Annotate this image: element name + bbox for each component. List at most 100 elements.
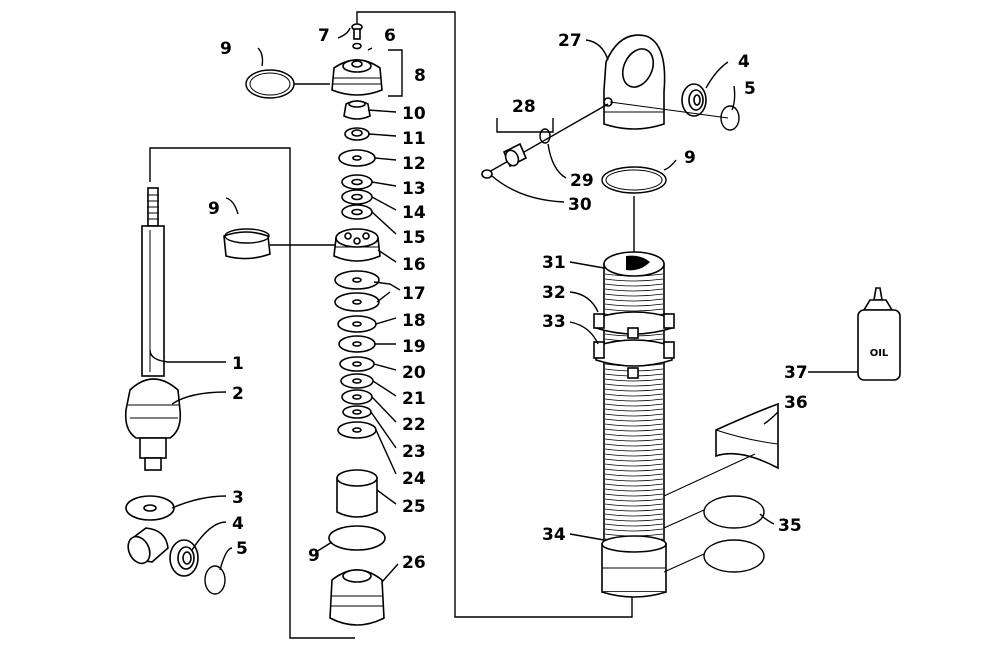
- callout-37: 37: [784, 363, 808, 383]
- callout-2: 2: [232, 384, 244, 404]
- thread-line: [604, 478, 664, 482]
- collar-33: [593, 339, 675, 379]
- cap-26: [329, 569, 385, 626]
- valve-assembly-28: [481, 103, 609, 179]
- thread-line: [604, 458, 664, 462]
- thread-line: [604, 418, 664, 422]
- thread-line: [604, 288, 664, 292]
- cap-8: [331, 59, 383, 96]
- thread-line: [604, 528, 664, 532]
- thread-line: [604, 413, 664, 417]
- bottom-ring-34: [601, 535, 667, 598]
- thread-line: [604, 388, 664, 392]
- callout-11: 11: [402, 129, 426, 149]
- callout-25: 25: [402, 497, 426, 517]
- callout-12: 12: [402, 154, 426, 174]
- thread-line: [604, 513, 664, 517]
- callout-21: 21: [402, 389, 426, 409]
- thread-line: [604, 448, 664, 452]
- callout-13: 13: [402, 179, 426, 199]
- o-ring-9-top: [245, 69, 295, 99]
- callout-6: 6: [384, 26, 396, 46]
- callout-4-lower: 4: [232, 514, 244, 534]
- o-ring-9-right: [601, 166, 667, 194]
- body-cap-27: [603, 34, 666, 130]
- callout-4-upper: 4: [738, 52, 750, 72]
- callout-27: 27: [558, 31, 582, 51]
- callout-9-top: 9: [220, 39, 232, 59]
- callout-1: 1: [232, 354, 244, 374]
- callout-28: 28: [512, 97, 536, 117]
- callout-23: 23: [402, 442, 426, 462]
- callout-17: 17: [402, 284, 426, 304]
- thread-line: [604, 378, 664, 382]
- thread-line: [604, 523, 664, 527]
- thread-line: [604, 428, 664, 432]
- thread-line: [604, 398, 664, 402]
- oil-bottle-label: OIL: [870, 348, 889, 359]
- thread-line: [604, 383, 664, 387]
- thread-line: [604, 403, 664, 407]
- thread-line: [604, 488, 664, 492]
- snap-ring-35-lower: [703, 539, 765, 573]
- thread-line: [604, 483, 664, 487]
- callout-5-lower: 5: [236, 539, 248, 559]
- callout-36: 36: [784, 393, 808, 413]
- thread-line: [604, 303, 664, 307]
- callout-33: 33: [542, 312, 566, 332]
- bearing-4-lower: [169, 539, 199, 577]
- washer-6: [352, 42, 362, 50]
- leader-lines: [149, 27, 858, 583]
- callout-5-upper: 5: [744, 79, 756, 99]
- callout-34: 34: [542, 525, 566, 545]
- callout-31: 31: [542, 253, 566, 273]
- thread-line: [604, 273, 664, 277]
- thread-line: [604, 308, 664, 312]
- callout-3: 3: [232, 488, 244, 508]
- callout-10: 10: [402, 104, 426, 124]
- callout-16: 16: [402, 255, 426, 275]
- piston-16: [333, 228, 381, 262]
- callout-labels: 1 2 3 4 5 4 5 6 7 8 9 9 9 9 10 11 12 13 …: [208, 26, 808, 573]
- thread-line: [604, 453, 664, 457]
- callout-20: 20: [402, 363, 426, 383]
- callout-24: 24: [402, 469, 426, 489]
- bracket-lines: [149, 11, 633, 639]
- part-10: [343, 100, 371, 120]
- thread-line: [604, 283, 664, 287]
- callout-18: 18: [402, 311, 426, 331]
- thread-line: [604, 473, 664, 477]
- callout-35: 35: [778, 516, 802, 536]
- callout-8: 8: [414, 66, 426, 86]
- thread-line: [604, 293, 664, 297]
- o-ring-9-lower: [328, 525, 386, 551]
- callout-26: 26: [402, 553, 426, 573]
- thread-line: [604, 443, 664, 447]
- thread-line: [604, 498, 664, 502]
- shim-stack: [334, 270, 380, 439]
- callout-9-right: 9: [684, 148, 696, 168]
- oil-bottle-37: OIL: [857, 287, 901, 381]
- snap-ring-5-lower: [204, 565, 226, 595]
- o-ring-29: [539, 128, 551, 144]
- snap-ring-35-upper: [703, 495, 765, 529]
- callout-19: 19: [402, 337, 426, 357]
- thread-line: [604, 503, 664, 507]
- callout-7: 7: [318, 26, 330, 46]
- o-ring-9-sleeve: [223, 228, 271, 260]
- snap-ring-5-upper: [720, 105, 740, 131]
- thread-line: [604, 298, 664, 302]
- callout-15: 15: [402, 228, 426, 248]
- thread-line: [604, 423, 664, 427]
- screw-30: [481, 169, 493, 179]
- callout-14: 14: [402, 203, 426, 223]
- shaft-assembly: [124, 187, 182, 471]
- callout-9-lower: 9: [308, 546, 320, 566]
- bumper-25: [336, 469, 378, 518]
- bushing-sleeve: [127, 527, 169, 565]
- thread-line: [604, 433, 664, 437]
- thread-line: [604, 278, 664, 282]
- callout-9-sleeve: 9: [208, 199, 220, 219]
